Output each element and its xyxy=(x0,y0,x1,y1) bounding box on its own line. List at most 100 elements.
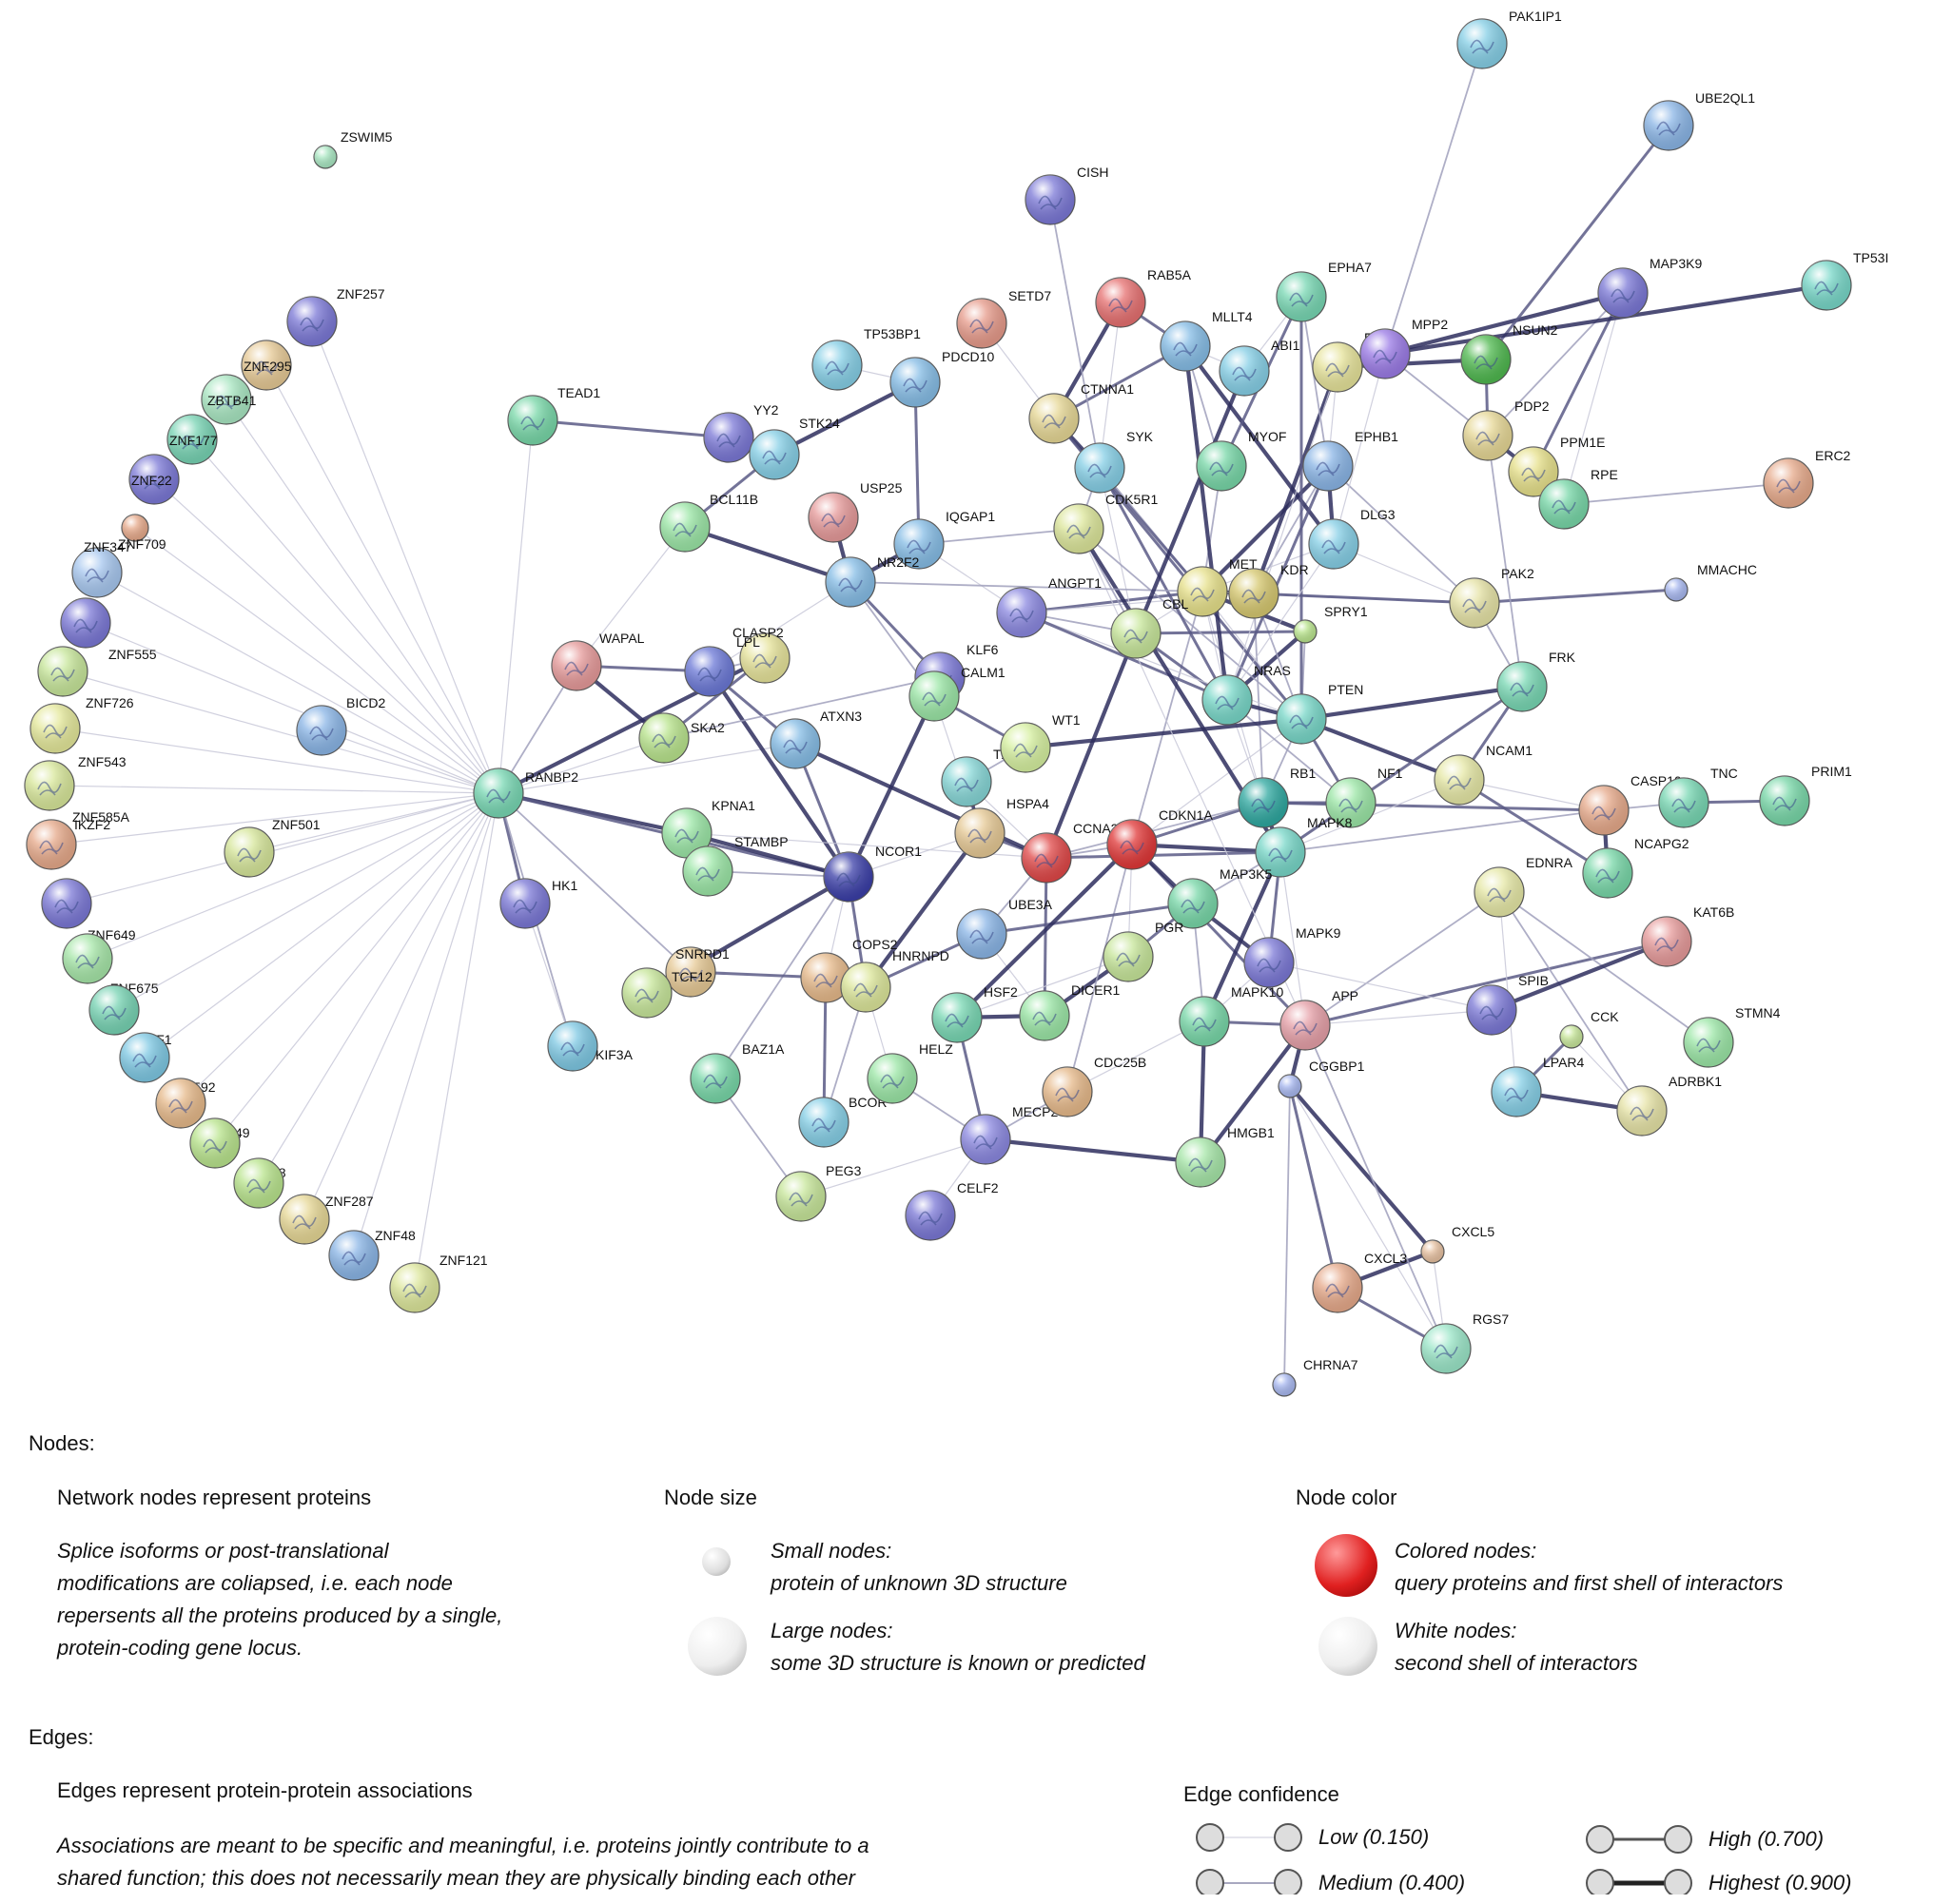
node-rpe[interactable]: RPE xyxy=(1538,467,1618,530)
node-celf2[interactable]: CELF2 xyxy=(905,1180,999,1241)
node-znf121[interactable]: ZNF121 xyxy=(389,1253,488,1313)
node-cops2[interactable]: COPS2 xyxy=(800,937,898,1003)
node-pak2[interactable]: PAK2 xyxy=(1449,566,1534,629)
node-hspa4[interactable]: HSPA4 xyxy=(954,796,1049,859)
node-cggbp1[interactable]: CGGBP1 xyxy=(1278,1059,1365,1098)
node-ska2[interactable]: SKA2 xyxy=(638,712,725,764)
node-kat6b[interactable]: KAT6B xyxy=(1641,904,1734,967)
node-tead1[interactable]: TEAD1 xyxy=(507,385,600,446)
node-lpar4[interactable]: LPAR4 xyxy=(1491,1055,1585,1117)
node-cdkn1a[interactable]: CDKN1A xyxy=(1106,807,1213,870)
node-zswim5[interactable]: ZSWIM5 xyxy=(313,129,393,169)
node-setd7[interactable]: SETD7 xyxy=(956,288,1051,349)
node-wapal[interactable]: WAPAL xyxy=(551,631,645,691)
node-ncapg2[interactable]: NCAPG2 xyxy=(1582,836,1689,899)
node-helz[interactable]: HELZ xyxy=(867,1041,953,1104)
node-znf726[interactable]: ZNF726 xyxy=(37,646,134,710)
node-znf649[interactable]: ZNF649 xyxy=(41,878,136,942)
node-tp53bp1[interactable]: TP53BP1 xyxy=(811,326,921,391)
node-bcl11b[interactable]: BCL11B xyxy=(659,492,758,553)
node-ctnna1[interactable]: CTNNA1 xyxy=(1028,381,1134,444)
node-peg3[interactable]: PEG3 xyxy=(775,1163,862,1222)
node-mmachc[interactable]: MMACHC xyxy=(1664,562,1757,602)
node-cdc25b[interactable]: CDC25B xyxy=(1042,1055,1146,1117)
node-znf555[interactable]: ZNF555 xyxy=(60,597,157,662)
node-hmgb1[interactable]: HMGB1 xyxy=(1175,1125,1275,1188)
node-calm1[interactable]: CALM1 xyxy=(908,665,1006,722)
node-znf501[interactable]: ZNF501 xyxy=(224,817,321,878)
node-abi1[interactable]: ABI1 xyxy=(1219,338,1300,397)
node-lpl[interactable]: LPL xyxy=(684,634,760,697)
node-znf287[interactable]: ZNF287 xyxy=(279,1194,374,1245)
node-baz1a[interactable]: BAZ1A xyxy=(690,1041,785,1104)
node-stambp[interactable]: STAMBP xyxy=(682,834,789,897)
node-ephb1[interactable]: EPHB1 xyxy=(1302,429,1398,492)
node-kif3a[interactable]: KIF3A xyxy=(547,1020,634,1072)
node-znf592[interactable]: ZNF592 xyxy=(119,1032,216,1095)
node-map3k9[interactable]: MAP3K9 xyxy=(1597,256,1702,319)
node-zbtb41[interactable]: ZBTB41 xyxy=(201,374,257,425)
node-hsf2[interactable]: HSF2 xyxy=(931,984,1018,1043)
node-pgr[interactable]: PGR xyxy=(1103,920,1183,982)
node-pak1ip1[interactable]: PAK1IP1 xyxy=(1456,9,1562,69)
node-kpna1[interactable]: KPNA1 xyxy=(661,798,755,859)
node-cck[interactable]: CCK xyxy=(1559,1009,1619,1049)
node-wt1[interactable]: WT1 xyxy=(1000,712,1081,773)
node-pdcd10[interactable]: PDCD10 xyxy=(889,349,994,408)
node-cbl[interactable]: CBL xyxy=(1110,596,1188,659)
node-ube3a[interactable]: UBE3A xyxy=(956,897,1053,960)
node-mapk9[interactable]: MAPK9 xyxy=(1243,925,1341,988)
node-tnc[interactable]: TNC xyxy=(1658,766,1738,828)
node-znf709[interactable]: ZNF709 xyxy=(118,514,166,552)
node-znf675[interactable]: ZNF675 xyxy=(62,933,159,996)
node-znf257[interactable]: ZNF257 xyxy=(286,286,385,347)
node-hk1[interactable]: HK1 xyxy=(499,878,577,929)
node-mecp2[interactable]: MECP2 xyxy=(960,1104,1058,1165)
node-yy2[interactable]: YY2 xyxy=(703,402,779,463)
node-znf548[interactable]: ZNF548 xyxy=(189,1117,286,1180)
node-nr2f2[interactable]: NR2F2 xyxy=(825,554,920,608)
node-casp10[interactable]: CASP10 xyxy=(1578,773,1682,836)
node-pten[interactable]: PTEN xyxy=(1276,682,1363,745)
node-iqgap1[interactable]: IQGAP1 xyxy=(893,509,995,570)
node-rab5a[interactable]: RAB5A xyxy=(1095,267,1192,328)
node-nsun2[interactable]: NSUN2 xyxy=(1460,322,1558,385)
node-spry1[interactable]: SPRY1 xyxy=(1293,604,1368,644)
node-bicd2[interactable]: BICD2 xyxy=(296,695,385,756)
node-syk[interactable]: SYK xyxy=(1074,429,1154,494)
node-cxcl3[interactable]: CXCL3 xyxy=(1312,1251,1407,1313)
node-epha7[interactable]: EPHA7 xyxy=(1276,260,1372,322)
node-ube2ql1[interactable]: UBE2QL1 xyxy=(1643,90,1755,151)
node-cxcl5[interactable]: CXCL5 xyxy=(1420,1224,1494,1264)
node-znf347[interactable]: ZNF347 xyxy=(71,539,132,598)
node-ednra[interactable]: EDNRA xyxy=(1474,855,1573,918)
node-clasp2[interactable]: CLASP2 xyxy=(732,625,791,684)
node-nf1[interactable]: NF1 xyxy=(1325,766,1403,828)
node-ppm1e[interactable]: PPM1E xyxy=(1508,435,1605,497)
node-snrpd1[interactable]: SNRPD1 xyxy=(621,946,730,1019)
node-pdp2[interactable]: PDP2 xyxy=(1462,398,1550,461)
node-ncor1[interactable]: NCOR1 xyxy=(823,844,922,903)
node-mllt4[interactable]: MLLT4 xyxy=(1160,309,1253,372)
node-znf177[interactable]: ZNF177 xyxy=(166,414,218,465)
node-ikzf2[interactable]: IKZF2 xyxy=(26,817,110,870)
node-chrna7[interactable]: CHRNA7 xyxy=(1272,1357,1358,1397)
node-tcf12[interactable]: TCF12 xyxy=(665,946,716,998)
node-atxn3[interactable]: ATXN3 xyxy=(770,709,862,769)
node-cdk5r1[interactable]: CDK5R1 xyxy=(1053,492,1158,554)
node-ncam1[interactable]: NCAM1 xyxy=(1434,743,1533,806)
node-prim1[interactable]: PRIM1 xyxy=(1759,764,1852,826)
node-fgf5[interactable]: FGF5 xyxy=(1312,330,1398,393)
node-rgs7[interactable]: RGS7 xyxy=(1420,1311,1509,1374)
node-ranbp2[interactable]: RANBP2 xyxy=(473,767,578,819)
node-adrbk1[interactable]: ADRBK1 xyxy=(1616,1074,1722,1137)
node-spib[interactable]: SPIB xyxy=(1466,973,1549,1036)
node-cish[interactable]: CISH xyxy=(1025,165,1108,225)
node-znf48[interactable]: ZNF48 xyxy=(328,1228,416,1281)
node-usp25[interactable]: USP25 xyxy=(808,480,903,543)
node-mapk8[interactable]: MAPK8 xyxy=(1255,815,1353,878)
node-app[interactable]: APP xyxy=(1279,988,1358,1051)
node-hnrnpd[interactable]: HNRNPD xyxy=(840,948,949,1013)
node-dicer1[interactable]: DICER1 xyxy=(1019,982,1121,1041)
node-stk24[interactable]: STK24 xyxy=(749,416,840,480)
